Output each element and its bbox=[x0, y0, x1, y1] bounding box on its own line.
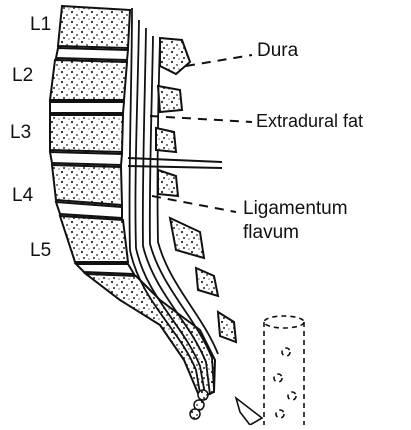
ligamentum-leader bbox=[152, 196, 236, 212]
vertebra-label-l2: L2 bbox=[12, 65, 33, 87]
disc-l1-l2 bbox=[56, 48, 128, 60]
spinous-process-3 bbox=[156, 128, 176, 152]
spinous-process-4 bbox=[158, 170, 178, 196]
spinous-process-7 bbox=[218, 312, 236, 342]
disc-l2-l3 bbox=[50, 102, 124, 113]
vertebra-label-l5: L5 bbox=[30, 240, 51, 262]
vertebra-l5-body bbox=[60, 216, 128, 262]
epidural-needle bbox=[128, 158, 222, 168]
spinous-process-6 bbox=[196, 268, 218, 296]
vertebra-label-l1: L1 bbox=[30, 14, 51, 36]
sacrum bbox=[86, 274, 215, 398]
vertebra-label-l4: L4 bbox=[12, 185, 33, 207]
label-extradural-fat: Extradural fat bbox=[256, 110, 363, 132]
dura-leader bbox=[186, 55, 252, 66]
spinous-process-5 bbox=[170, 218, 204, 258]
vertebra-label-l3: L3 bbox=[10, 122, 31, 144]
vertebra-l2-body bbox=[50, 60, 127, 100]
vertebra-l4-body bbox=[52, 165, 122, 205]
disc-l3-l4 bbox=[50, 152, 122, 165]
vertebra-l3-body bbox=[50, 115, 123, 152]
label-ligamentum-line2: flavum bbox=[243, 222, 299, 244]
spinous-process-2 bbox=[158, 86, 182, 112]
label-dura: Dura bbox=[257, 40, 298, 62]
extradural-fat-leader bbox=[150, 116, 252, 122]
disc-l5-s1 bbox=[76, 264, 134, 274]
dashed-cannula bbox=[264, 316, 304, 425]
posterior-elements bbox=[156, 38, 236, 342]
spinous-process-1 bbox=[160, 38, 190, 74]
needle-tip bbox=[236, 398, 262, 425]
coccyx bbox=[190, 390, 208, 419]
vertebra-l1-body bbox=[58, 6, 130, 48]
label-ligamentum-line1: Ligamentum bbox=[243, 198, 348, 220]
